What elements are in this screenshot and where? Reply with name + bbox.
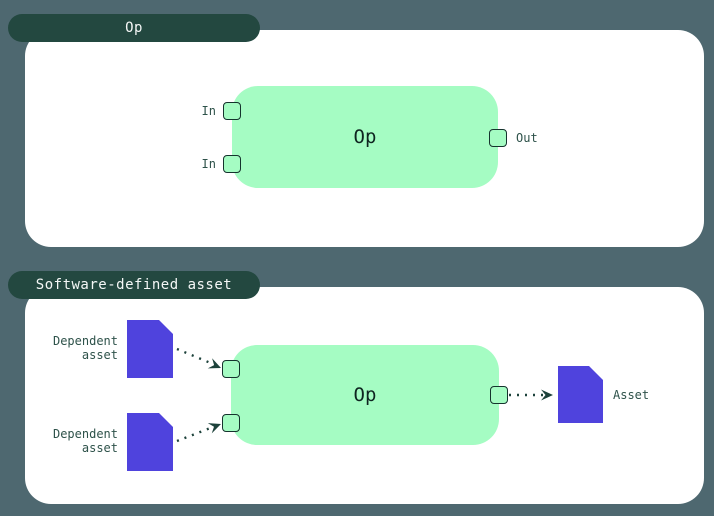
op-tab-label: Op (125, 20, 143, 36)
input-port (222, 414, 240, 432)
sda-section-tab: Software-defined asset (8, 271, 260, 299)
input-port (223, 155, 241, 173)
input-label: In (201, 157, 216, 171)
dependent-asset-icon (127, 413, 173, 471)
sda-op-node: Op (231, 345, 499, 445)
dependent-asset-label: Dependent asset (52, 334, 118, 362)
output-port (490, 386, 508, 404)
sda-op-node-label: Op (353, 384, 377, 406)
dependent-asset-label: Dependent asset (52, 427, 118, 455)
op-node: Op (232, 86, 498, 188)
asset-icon (558, 366, 603, 423)
dependent-asset-icon (127, 320, 173, 378)
op-node-label: Op (353, 126, 377, 148)
asset-label: Asset (613, 388, 650, 402)
sda-tab-label: Software-defined asset (35, 277, 233, 293)
input-port (222, 360, 240, 378)
output-label: Out (516, 131, 538, 145)
op-section-tab: Op (8, 14, 260, 42)
input-port (223, 102, 241, 120)
output-port (489, 129, 507, 147)
input-label: In (201, 104, 216, 118)
